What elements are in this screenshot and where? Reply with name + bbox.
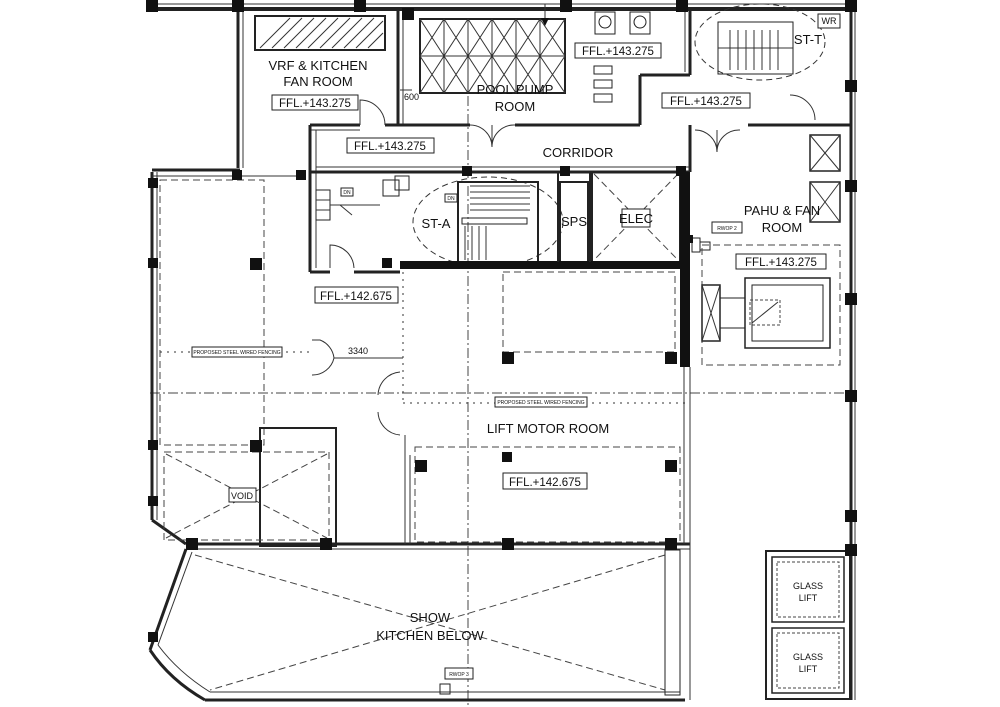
st-t-level: FFL.+143.275	[670, 96, 742, 108]
fencing-label-west: PROPOSED STEEL WIRED FENCING	[193, 350, 280, 356]
st-a-dn-label: DN	[447, 196, 455, 202]
dim-600: 600	[404, 92, 419, 102]
vrf-room-level: FFL.+143.275	[279, 98, 351, 110]
service-dn-label: DN	[343, 190, 351, 196]
show-kitchen: SHOW KITCHEN BELOW RWOP 3	[148, 548, 681, 696]
wr-label: WR	[822, 16, 837, 26]
corridor: FFL.+143.275 CORRIDOR	[308, 125, 741, 272]
pahu-level: FFL.+143.275	[745, 257, 817, 269]
vrf-unit-hatch	[259, 17, 384, 49]
pool-room-label-1: POOL PUMP	[477, 82, 554, 97]
glass-lift-2-label-2: LIFT	[799, 664, 818, 674]
pool-room-level: FFL.+143.275	[582, 46, 654, 58]
rwop3-label: RWOP 3	[449, 672, 469, 678]
lift-motor-level: FFL.+142.675	[509, 477, 581, 489]
corridor-label: CORRIDOR	[543, 145, 614, 160]
rwop2-label: RWOP 2	[717, 226, 737, 232]
fencing: PROPOSED STEEL WIRED FENCING PROPOSED ST…	[160, 272, 690, 436]
pool-fixtures	[593, 11, 651, 103]
elec-label: ELEC	[619, 211, 653, 226]
fencing-label-south: PROPOSED STEEL WIRED FENCING	[497, 400, 584, 406]
grid-axes	[150, 60, 855, 707]
void-label: VOID	[231, 491, 254, 501]
show-kitchen-label-1: SHOW	[410, 610, 451, 625]
stair-st-t: ST-T WR FFL.+143.275	[661, 3, 851, 127]
pahu-room: PAHU & FAN ROOM RWOP 2 FFL.+143.275	[691, 134, 841, 366]
lift-motor-label: LIFT MOTOR ROOM	[487, 421, 609, 436]
st-a-label: ST-A	[422, 216, 451, 231]
glass-lifts: GLASS LIFT GLASS LIFT	[765, 550, 851, 700]
shafts: SPS ELEC	[559, 171, 681, 263]
st-t-label: ST-T	[794, 32, 822, 47]
corridor-level: FFL.+143.275	[354, 141, 426, 153]
core-walls	[400, 172, 690, 367]
vrf-room-label-2: FAN ROOM	[283, 74, 352, 89]
glass-lift-2-label-1: GLASS	[793, 652, 823, 662]
glass-lift-1-label-2: LIFT	[799, 593, 818, 603]
vrf-room-label-1: VRF & KITCHEN	[269, 58, 368, 73]
pool-room-label-2: ROOM	[495, 99, 535, 114]
pool-pump-room: FFL.+143.275 POOL PUMP ROOM	[398, 4, 692, 148]
vrf-room: VRF & KITCHEN FAN ROOM FFL.+143.275 600	[236, 9, 419, 168]
lift-motor-room: LIFT MOTOR ROOM FFL.+142.675 FFL.+142.67…	[314, 271, 691, 700]
pahu-label-2: ROOM	[762, 220, 802, 235]
stair-st-a: ST-A DN	[412, 176, 564, 268]
west-level: FFL.+142.675	[320, 291, 392, 303]
service-room: DN	[310, 175, 410, 274]
columns	[146, 0, 857, 642]
glass-lift-1-label-1: GLASS	[793, 581, 823, 591]
pahu-label-1: PAHU & FAN	[744, 203, 820, 218]
sps-label: SPS	[561, 214, 587, 229]
pump-grid	[419, 18, 566, 94]
show-kitchen-label-2: KITCHEN BELOW	[376, 628, 484, 643]
dim-3340: 3340	[348, 346, 368, 356]
west-zone: VOID	[159, 179, 690, 550]
